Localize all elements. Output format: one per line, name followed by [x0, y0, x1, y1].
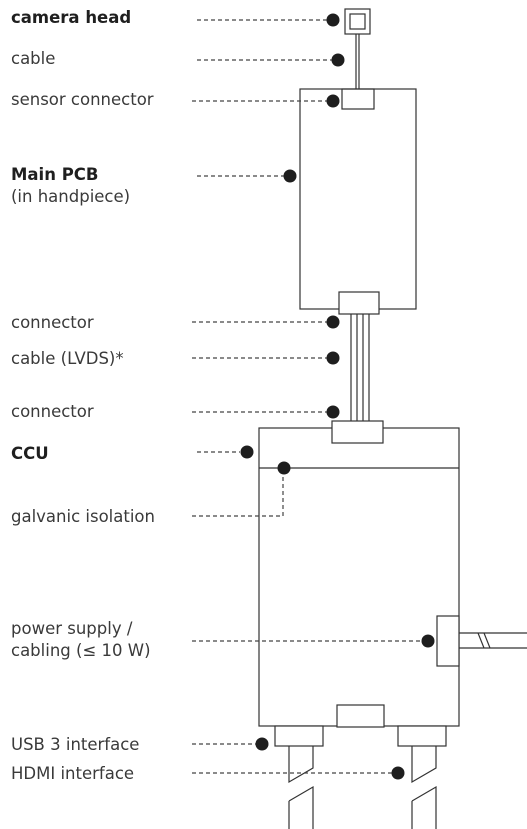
label-main-pcb-note: (in handpiece) — [11, 187, 131, 206]
dot-cable-lvds — [326, 351, 340, 365]
dot-ccu — [240, 445, 254, 459]
main-pcb-bottom-connector-shape — [338, 291, 380, 315]
dot-connector-bottom — [326, 405, 340, 419]
hdmi-cable-lower-shape — [411, 785, 437, 829]
label-camera-head: camera head — [11, 8, 132, 27]
leader-galvanic-isolation — [192, 472, 284, 517]
dot-galvanic-isolation — [277, 461, 291, 475]
hdmi-cable-upper-shape — [411, 746, 437, 784]
hdmi-connector-shape — [397, 725, 447, 747]
dot-connector-top — [326, 315, 340, 329]
label-main-pcb-title: Main PCB — [11, 165, 99, 184]
dot-cable — [331, 53, 345, 67]
label-power-supply-line2: cabling (≤ 10 W) — [11, 641, 151, 660]
camera-head-lens-shape — [349, 13, 366, 30]
power-cable-shape — [459, 632, 527, 649]
dot-camera-head — [326, 13, 340, 27]
label-connector-bottom: connector — [11, 402, 94, 421]
label-cable: cable — [11, 49, 56, 68]
camera-head-shape — [344, 8, 371, 35]
usb-connector-shape — [274, 725, 324, 747]
label-power-supply-line1: power supply / — [11, 619, 133, 638]
ccu-shape — [258, 427, 460, 727]
label-main-pcb: Main PCB (in handpiece) — [11, 164, 130, 208]
dot-power-supply — [421, 634, 435, 648]
dot-usb3 — [255, 737, 269, 751]
label-ccu: CCU — [11, 444, 49, 463]
label-sensor-connector: sensor connector — [11, 90, 154, 109]
dot-hdmi — [391, 766, 405, 780]
label-power-supply: power supply / cabling (≤ 10 W) — [11, 618, 151, 662]
sensor-connector-shape — [341, 88, 375, 110]
dot-main-pcb — [283, 169, 297, 183]
label-galvanic-isolation: galvanic isolation — [11, 507, 155, 526]
label-hdmi-interface: HDMI interface — [11, 764, 135, 783]
dot-sensor-connector — [326, 94, 340, 108]
label-connector-top: connector — [11, 313, 94, 332]
usb-cable-upper-shape — [288, 746, 314, 784]
main-pcb-shape — [299, 88, 417, 310]
ccu-top-connector-shape — [331, 420, 384, 444]
label-usb3-interface: USB 3 interface — [11, 735, 140, 754]
ccu-internal-connector-shape — [336, 704, 385, 728]
usb-cable-lower-shape — [288, 785, 314, 829]
label-cable-lvds: cable (LVDS)* — [11, 349, 124, 368]
power-plug-shape — [436, 615, 460, 667]
